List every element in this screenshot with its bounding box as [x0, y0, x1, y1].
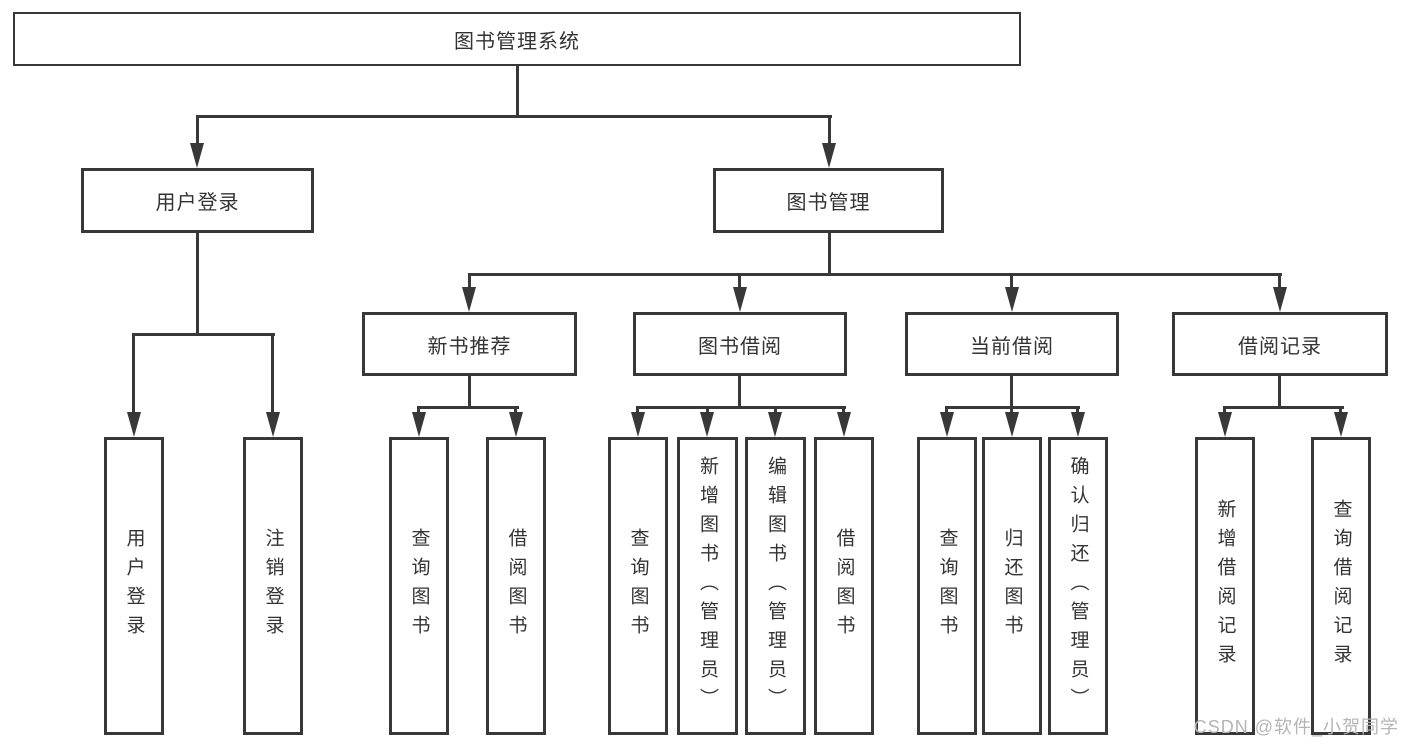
leaf-label: 归还图书 [1001, 528, 1023, 644]
leaf-logout-login: 注销登录 [243, 437, 303, 735]
leaf-borrow-books-recommend: 借阅图书 [486, 437, 546, 735]
connector [271, 333, 274, 416]
connector [706, 406, 709, 416]
leaf-label: 新增借阅记录 [1214, 499, 1236, 673]
connector [417, 406, 519, 409]
node-book-borrow: 图书借阅 [633, 312, 847, 376]
leaf-borrow-books: 借阅图书 [814, 437, 874, 735]
node-label: 新书推荐 [427, 335, 512, 358]
connector [1223, 406, 1344, 409]
arrow-down-icon [266, 412, 280, 437]
connector [945, 406, 948, 416]
leaf-add-books-admin: 新增图书（管理员） [677, 437, 738, 735]
connector [636, 406, 846, 409]
node-borrow-records: 借阅记录 [1172, 312, 1388, 376]
node-label: 图书借阅 [698, 335, 782, 358]
connector [468, 273, 471, 293]
leaf-label: 查询图书 [627, 528, 649, 644]
leaf-label: 确认归还（管理员） [1067, 455, 1089, 717]
connector [738, 376, 741, 408]
arrow-down-icon [190, 143, 204, 168]
node-label: 当前借阅 [970, 335, 1054, 358]
leaf-confirm-return-admin: 确认归还（管理员） [1048, 437, 1108, 735]
connector [468, 273, 1282, 276]
leaf-label: 借阅图书 [505, 528, 527, 644]
arrow-down-icon [462, 287, 476, 312]
connector [1010, 376, 1013, 408]
leaf-query-books-current: 查询图书 [917, 437, 977, 735]
connector [196, 115, 199, 147]
leaf-add-borrow-record: 新增借阅记录 [1195, 437, 1255, 735]
connector [828, 233, 831, 276]
leaf-query-books-recommend: 查询图书 [389, 437, 449, 735]
leaf-label: 查询图书 [936, 528, 958, 644]
connector [196, 115, 832, 118]
leaf-user-login: 用户登录 [104, 437, 164, 735]
leaf-label: 编辑图书（管理员） [765, 455, 786, 717]
leaf-edit-books-admin: 编辑图书（管理员） [745, 437, 806, 735]
arrow-down-icon [700, 412, 714, 437]
leaf-label: 查询借阅记录 [1330, 499, 1352, 673]
arrow-down-icon [1273, 287, 1287, 312]
arrow-down-icon [822, 143, 836, 168]
connector [1076, 406, 1079, 416]
leaf-label: 注销登录 [262, 528, 284, 644]
arrow-down-icon [509, 412, 523, 437]
leaf-return-books: 归还图书 [982, 437, 1042, 735]
connector [468, 376, 471, 408]
arrow-down-icon [412, 412, 426, 437]
connector [1223, 406, 1226, 416]
watermark-text: CSDN @软件_小贺同学 [1193, 717, 1399, 737]
connector [828, 115, 831, 147]
leaf-label: 用户登录 [123, 528, 145, 644]
connector [1339, 406, 1342, 416]
arrow-down-icon [631, 412, 645, 437]
connector [1010, 406, 1013, 416]
arrow-down-icon [1071, 412, 1085, 437]
arrow-down-icon [1005, 412, 1019, 437]
node-new-book-recommend: 新书推荐 [362, 312, 577, 376]
arrow-down-icon [768, 412, 782, 437]
leaf-label: 查询图书 [408, 528, 430, 644]
node-root: 图书管理系统 [13, 12, 1021, 66]
node-current-borrow: 当前借阅 [905, 312, 1119, 376]
connector [514, 406, 517, 416]
connector [1278, 273, 1281, 293]
node-book-management: 图书管理 [713, 168, 944, 233]
node-label: 借阅记录 [1238, 335, 1322, 358]
connector [132, 333, 275, 336]
node-label: 图书管理系统 [454, 30, 580, 53]
leaf-label: 借阅图书 [833, 528, 855, 644]
leaf-query-books-borrow: 查询图书 [608, 437, 668, 735]
leaf-label: 新增图书（管理员） [697, 455, 718, 717]
connector [417, 406, 420, 416]
arrow-down-icon [940, 412, 954, 437]
connector [1010, 273, 1013, 293]
connector [1278, 376, 1281, 408]
arrow-down-icon [1334, 412, 1348, 437]
leaf-query-borrow-record: 查询借阅记录 [1311, 437, 1371, 735]
connector [738, 273, 741, 293]
connector [132, 333, 135, 416]
connector [774, 406, 777, 416]
node-label: 用户登录 [155, 192, 240, 214]
arrow-down-icon [733, 287, 747, 312]
node-label: 图书管理 [786, 192, 871, 214]
connector [196, 233, 199, 336]
connector [516, 65, 519, 117]
arrow-down-icon [127, 412, 141, 437]
arrow-down-icon [837, 412, 851, 437]
arrow-down-icon [1218, 412, 1232, 437]
node-user-login: 用户登录 [81, 168, 314, 233]
connector [842, 406, 845, 416]
connector [636, 406, 639, 416]
arrow-down-icon [1005, 287, 1019, 312]
